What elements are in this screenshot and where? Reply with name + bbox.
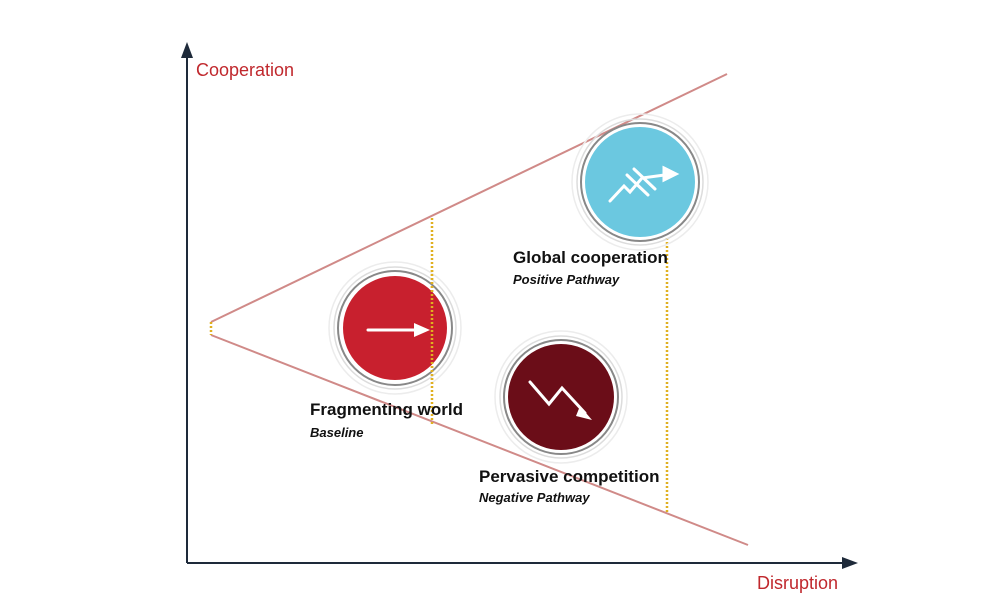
cone-upper-line [210, 73, 728, 323]
global-cooperation-title: Global cooperation [513, 248, 668, 267]
breakthrough-arrow-icon [608, 165, 680, 203]
pervasive-competition-circle [494, 330, 628, 464]
pervasive-competition-title: Pervasive competition [479, 467, 660, 486]
global-cooperation-circle [571, 113, 709, 251]
fragmenting-world-subtitle: Baseline [310, 425, 364, 440]
y-axis-label: Cooperation [196, 60, 295, 80]
fragmenting-world-circle [328, 261, 462, 395]
x-axis-label: Disruption [757, 573, 839, 593]
zigzag-down-arrow-icon [528, 380, 592, 420]
fragmenting-world-title: Fragmenting world [310, 400, 463, 419]
cone-lower-line [210, 334, 749, 546]
arrow-right-icon [366, 323, 430, 337]
pervasive-competition-subtitle: Negative Pathway [479, 490, 590, 505]
global-cooperation-subtitle: Positive Pathway [513, 272, 620, 287]
